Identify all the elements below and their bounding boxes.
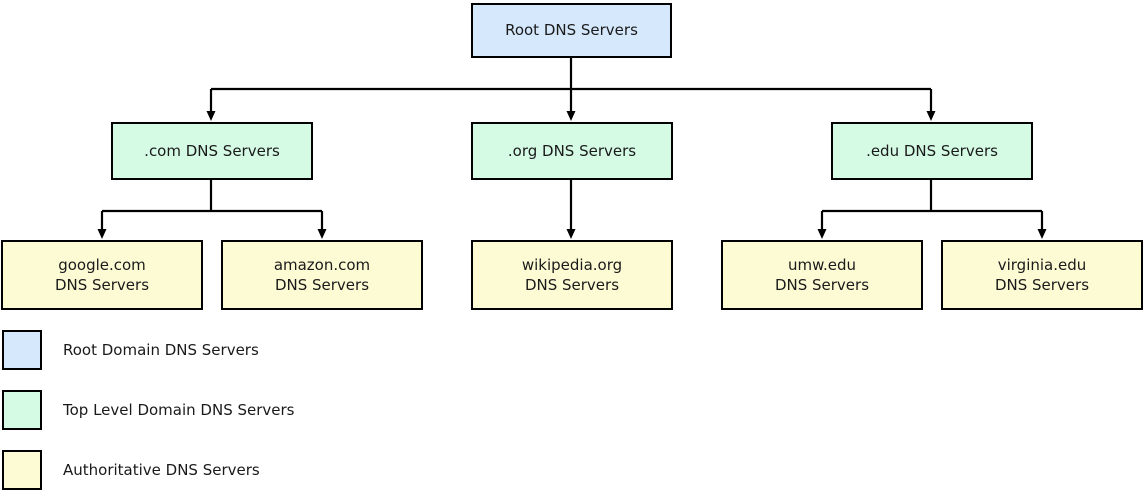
node-label-line1: amazon.com — [273, 255, 371, 274]
node-label-line1: google.com — [58, 255, 146, 274]
node-google-com-dns-servers[interactable]: google.com DNS Servers — [1, 240, 203, 310]
legend-label-root-domain: Root Domain DNS Servers — [63, 341, 259, 359]
node-label-line2: DNS Servers — [774, 276, 870, 294]
node-label-line1: umw.edu — [787, 255, 857, 274]
legend-swatch-authoritative — [2, 450, 42, 490]
legend-swatch-top-level-domain — [2, 390, 42, 430]
node-label-line2: DNS Servers — [994, 276, 1090, 294]
node-root-dns-servers[interactable]: Root DNS Servers — [471, 3, 672, 58]
legend-label-authoritative: Authoritative DNS Servers — [63, 461, 260, 479]
node-label: .org DNS Servers — [507, 141, 637, 160]
legend-item-root-domain: Root Domain DNS Servers — [0, 330, 259, 370]
node-label: .com DNS Servers — [144, 141, 280, 160]
node-edu-dns-servers[interactable]: .edu DNS Servers — [831, 122, 1033, 180]
node-virginia-edu-dns-servers[interactable]: virginia.edu DNS Servers — [941, 240, 1143, 310]
node-label-line1: virginia.edu — [997, 255, 1087, 274]
legend-item-top-level-domain: Top Level Domain DNS Servers — [0, 390, 294, 430]
legend-label-top-level-domain: Top Level Domain DNS Servers — [63, 401, 295, 419]
node-amazon-com-dns-servers[interactable]: amazon.com DNS Servers — [221, 240, 423, 310]
node-label-line2: DNS Servers — [524, 276, 620, 294]
node-label-line1: wikipedia.org — [521, 255, 623, 274]
node-wikipedia-org-dns-servers[interactable]: wikipedia.org DNS Servers — [471, 240, 673, 310]
node-label-line2: DNS Servers — [274, 276, 370, 294]
node-com-dns-servers[interactable]: .com DNS Servers — [111, 122, 313, 180]
legend: Root Domain DNS Servers Top Level Domain… — [0, 325, 1145, 495]
node-umw-edu-dns-servers[interactable]: umw.edu DNS Servers — [721, 240, 923, 310]
node-label: .edu DNS Servers — [866, 141, 998, 160]
legend-item-authoritative: Authoritative DNS Servers — [0, 450, 260, 490]
legend-swatch-root-domain — [2, 330, 42, 370]
node-label-line2: DNS Servers — [54, 276, 150, 294]
node-label: Root DNS Servers — [505, 21, 638, 40]
node-org-dns-servers[interactable]: .org DNS Servers — [471, 122, 673, 180]
